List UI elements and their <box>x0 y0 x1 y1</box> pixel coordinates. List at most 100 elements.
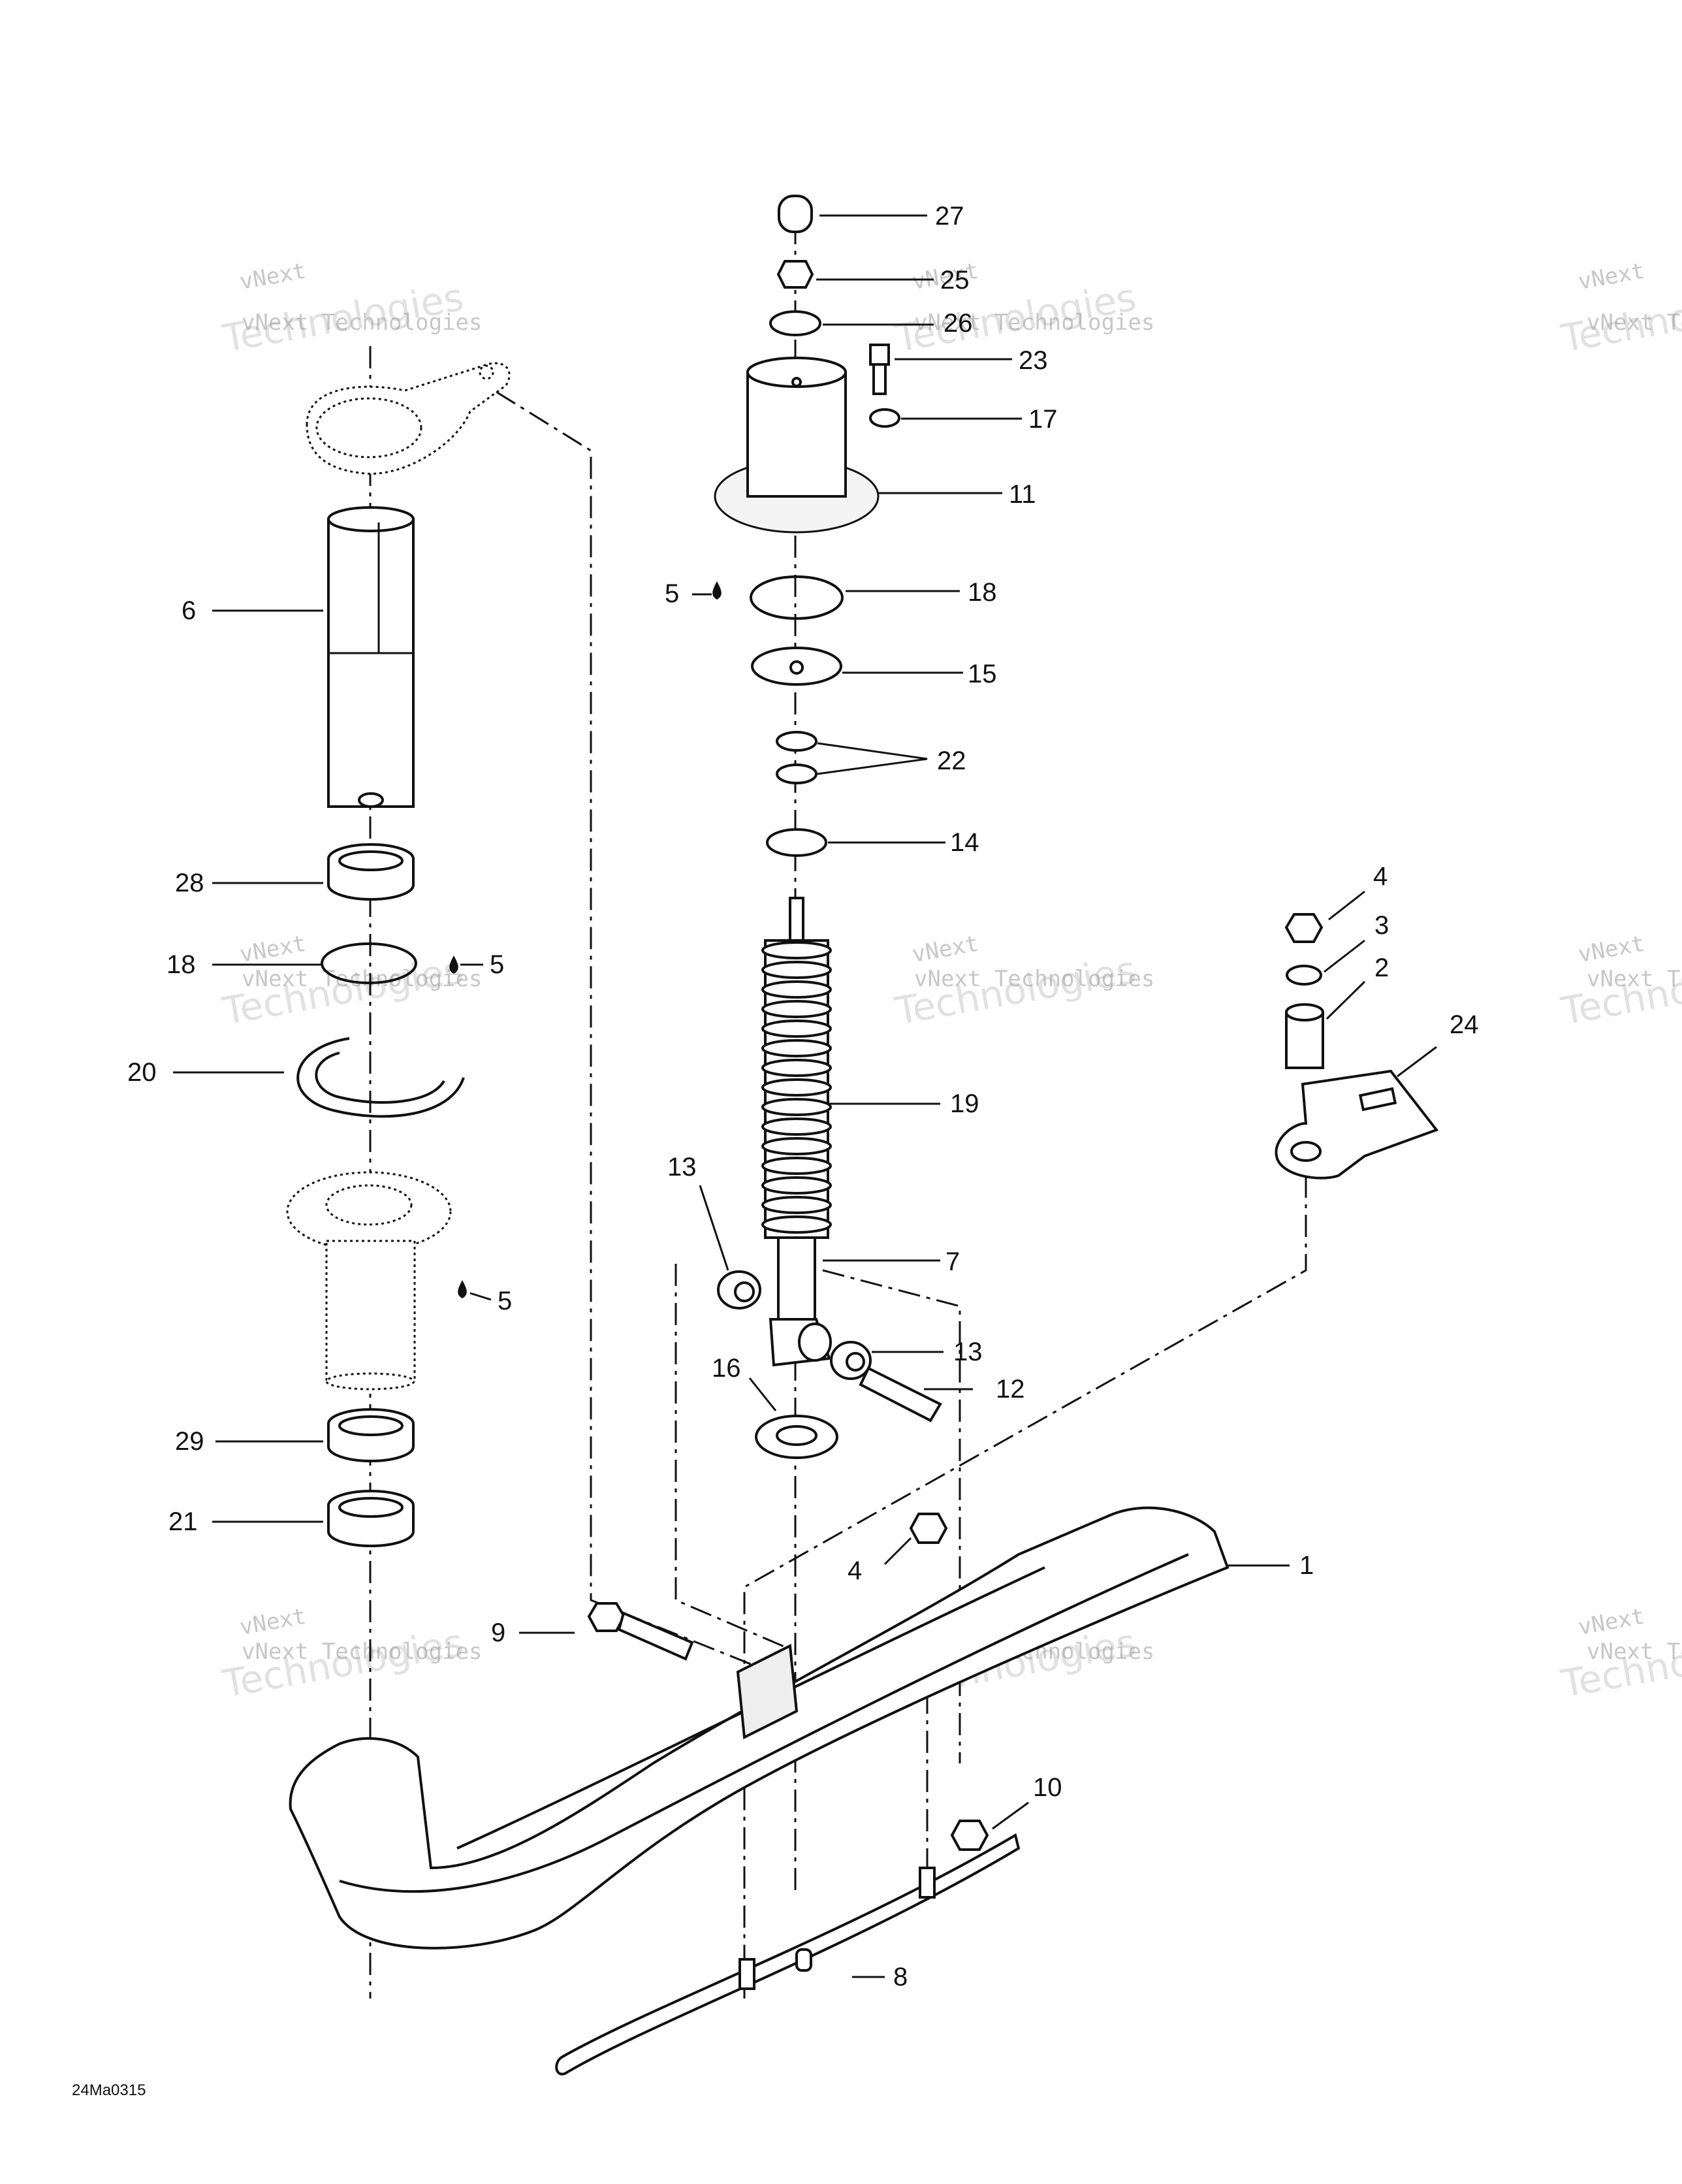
callout-5: 5 <box>490 950 504 979</box>
callout-10: 10 <box>1033 1773 1062 1802</box>
spanner-wrench <box>306 362 511 475</box>
callout-5: 5 <box>498 1287 512 1315</box>
callout-18: 18 <box>167 950 196 979</box>
watermark-caption: vNext Technologies <box>242 1639 482 1665</box>
oil-drop-icon <box>712 581 722 600</box>
right-assembly <box>1275 913 1439 1180</box>
part-4-nut <box>909 1513 948 1544</box>
callout-3: 3 <box>1374 911 1389 940</box>
callout-16: 16 <box>712 1354 741 1383</box>
callout-22: 22 <box>937 747 966 775</box>
part-13-bushing <box>830 1341 872 1380</box>
watermark-small: vNext <box>1576 1603 1647 1641</box>
callout-4: 4 <box>1373 862 1388 891</box>
oil-drop-icon <box>458 1280 467 1298</box>
part-28-bushing <box>327 843 415 901</box>
drawing-reference: 24Ma0315 <box>72 2081 146 2099</box>
leader-lines <box>173 214 1437 1978</box>
callout-26: 26 <box>944 309 973 338</box>
callout-11: 11 <box>1009 480 1036 509</box>
part-10-nut <box>950 1820 989 1851</box>
spring-coil <box>761 1000 832 1018</box>
part-8-runner <box>555 1833 1021 2076</box>
callout-9: 9 <box>491 1618 505 1647</box>
left-assembly <box>286 362 511 1547</box>
callout-13: 13 <box>953 1338 983 1366</box>
spring-coil <box>761 1039 832 1057</box>
spring-coil <box>761 1176 832 1195</box>
spring-coil <box>761 1196 832 1214</box>
callout-13: 13 <box>667 1153 697 1181</box>
watermark-caption: vNext Technologies <box>242 310 482 336</box>
callout-21: 21 <box>168 1507 198 1536</box>
part-4-nut <box>1284 913 1324 943</box>
callout-8: 8 <box>893 1963 908 1991</box>
spring-coil <box>761 1117 832 1136</box>
watermark-small: vNext <box>238 258 308 295</box>
watermark-small: vNext <box>1576 258 1647 295</box>
spring-coil <box>761 1098 832 1116</box>
watermark-caption: vNext Technologies <box>242 966 482 992</box>
part-18-o-ring <box>750 575 844 620</box>
callout-29: 29 <box>175 1427 204 1456</box>
part-3-washer <box>1286 965 1322 986</box>
watermark-small: vNext <box>238 931 308 968</box>
callout-28: 28 <box>175 869 204 897</box>
part-29-bushing <box>327 1408 415 1462</box>
callout-17: 17 <box>1028 405 1058 434</box>
part-7-shock-body <box>769 1236 832 1367</box>
callout-12: 12 <box>996 1375 1025 1404</box>
callout-1: 1 <box>1299 1551 1314 1580</box>
part-16-washer <box>755 1415 838 1459</box>
spring-coil <box>761 1157 832 1175</box>
callout-25: 25 <box>940 266 970 295</box>
part-19-spring <box>761 897 832 1239</box>
part-14-washer <box>766 828 827 857</box>
watermark-small: vNext <box>1576 931 1647 968</box>
watermark-small: vNext <box>910 931 981 968</box>
spring-coil <box>761 1020 832 1038</box>
part-6-guide-tube <box>327 506 415 808</box>
spring-coil <box>761 1059 832 1077</box>
ski-assembly <box>289 1506 1230 2076</box>
callout-4: 4 <box>848 1556 862 1585</box>
callout-2: 2 <box>1374 954 1389 982</box>
callout-20: 20 <box>127 1058 157 1087</box>
part-24-bracket <box>1275 1069 1439 1180</box>
part-15-plate <box>751 647 842 686</box>
part-23-screw <box>869 344 890 395</box>
part-27-cap <box>778 195 813 233</box>
callout-18: 18 <box>968 578 997 607</box>
callout-27: 27 <box>935 202 964 231</box>
watermark-caption: vNext Technologies <box>1587 966 1682 992</box>
part-18-o-ring <box>321 942 417 984</box>
oil-drop-icon <box>449 956 458 974</box>
housing-flange <box>286 1171 452 1390</box>
part-9-bolt <box>587 1602 694 1661</box>
part-21-bushing <box>327 1490 415 1547</box>
spring-coil <box>761 961 832 979</box>
callout-24: 24 <box>1450 1010 1479 1039</box>
callouts: 27 25 26 23 17 11 5 18 15 22 14 4 3 2 24… <box>127 202 1479 1991</box>
part-22-washer <box>776 731 817 752</box>
watermark-caption: vNext Technologies <box>1587 1639 1682 1665</box>
part-26-washer <box>769 310 821 336</box>
part-20-circlip <box>296 1037 465 1118</box>
spring-coil <box>761 941 832 959</box>
callout-15: 15 <box>968 660 997 688</box>
watermark-small: vNext <box>238 1603 308 1641</box>
spring-coil <box>761 1137 832 1155</box>
center-assembly <box>714 195 942 1459</box>
spring-coil <box>761 1215 832 1234</box>
part-11-top-cup <box>714 357 880 534</box>
watermark-caption: vNext Technologies <box>914 310 1154 336</box>
part-22-washer <box>776 763 817 784</box>
watermark-caption: vNext Technologies <box>1587 310 1682 336</box>
watermark-caption: vNext Technologies <box>914 966 1154 992</box>
part-12-sleeve <box>859 1366 942 1422</box>
callout-7: 7 <box>945 1247 960 1276</box>
callout-19: 19 <box>950 1089 979 1118</box>
part-25-nut <box>776 260 814 289</box>
part-13-bushing <box>717 1270 761 1309</box>
